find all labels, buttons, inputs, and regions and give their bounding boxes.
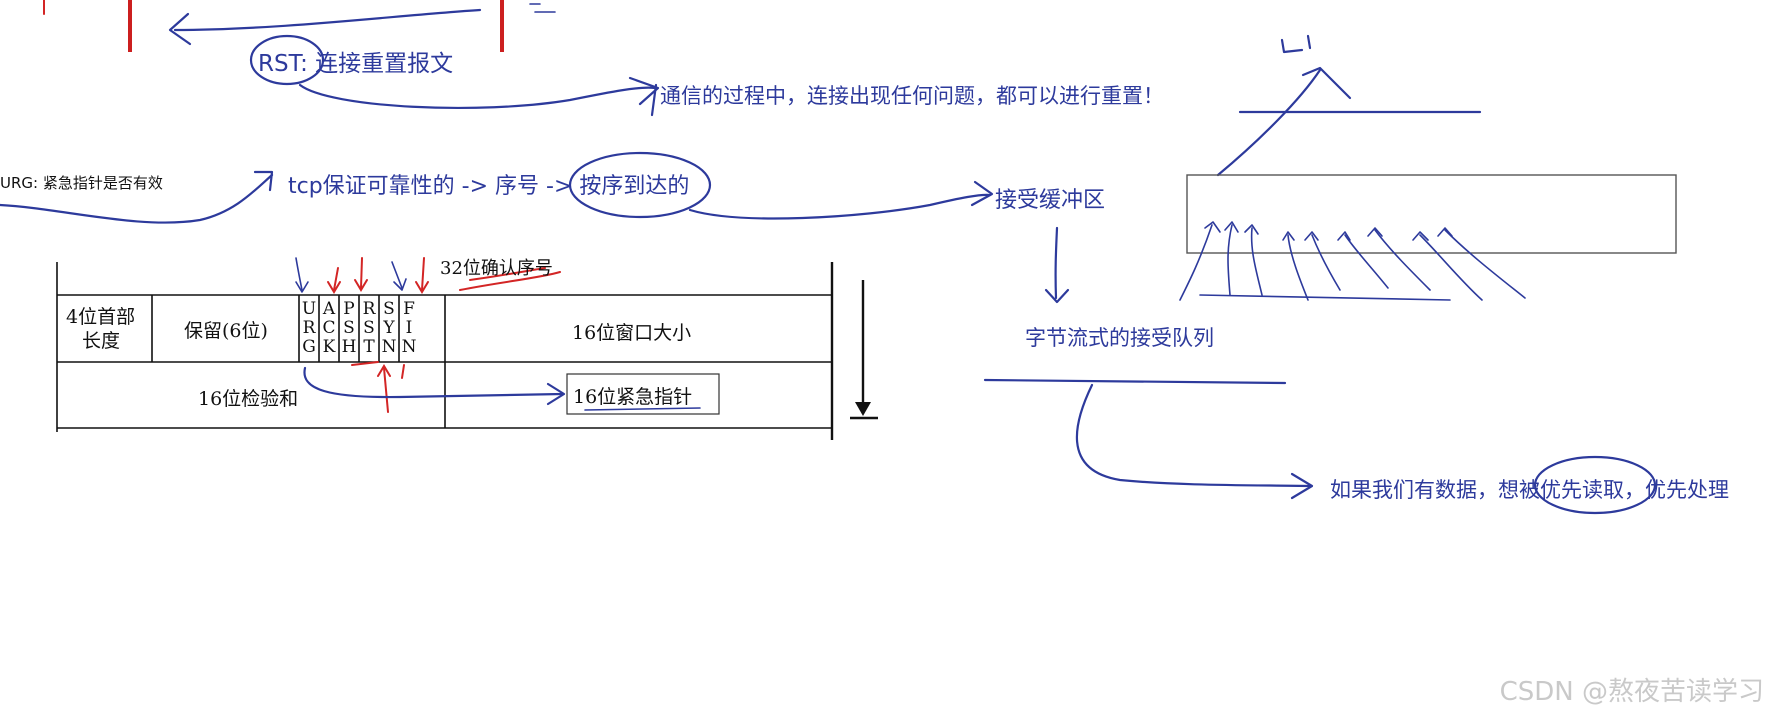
rst-ellipse [249,34,325,86]
buffer-arrows [1179,221,1526,301]
urg-to-urgent-pointer-curve [303,366,564,399]
dash-top-right [529,3,556,13]
recv-buffer-arrowhead [970,180,994,207]
data-offset-line1: 4位首部 [66,306,136,328]
to-priority-curve [1075,383,1312,488]
rst-up-arrow [383,367,389,413]
recv-buffer-down-arrowhead [1044,288,1070,304]
flag-ack: ACK [322,299,336,357]
scribble-mark [1280,34,1312,54]
data-offset-line2: 长度 [82,330,121,352]
ack-number-label: 32位确认序号 [440,258,553,279]
flag-urg: URG [301,299,317,357]
ack-pointer-head [327,281,341,294]
flag-rst: RST [362,299,376,357]
recv-buffer-label: 接受缓冲区 [995,188,1106,213]
flag-syn: SYN [381,299,397,357]
recv-buffer-down-arrow [1054,226,1059,300]
in-order-ellipse [568,151,712,219]
rst-up-head [377,364,391,377]
urgent-pointer-arrowhead [546,382,566,406]
priority-arrowhead [1290,472,1314,500]
top-left-arrowhead [168,12,192,46]
priority-note: 如果我们有数据，想被优先读取，优先处理 [1330,478,1729,502]
upward-arrowhead [1301,66,1352,100]
upward-arrow [1216,68,1322,177]
urg-pointer-head [295,281,309,293]
ack-label-scribble [459,267,561,291]
flag-psh: PSH [341,299,357,357]
rst-to-reset-curve [298,83,657,110]
fin-pointer-head [415,281,429,294]
urg-note: URG: 紧急指针是否有效 [0,174,163,192]
buffer-rect [1186,174,1677,254]
reserved-field: 保留(6位) [184,320,268,342]
urg-to-tcp-curve [0,173,274,224]
fin-pointer-arrow [421,257,425,291]
byte-stream-queue-label: 字节流式的接受队列 [1025,326,1214,350]
window-size-field: 16位窗口大小 [572,322,692,344]
psh-pointer-head [354,279,368,292]
red-small-tick [401,364,405,379]
urgent-pointer-underline [584,407,701,411]
checksum-field: 16位检验和 [198,388,299,410]
reset-note: 通信的过程中，连接出现任何问题，都可以进行重置！ [660,84,1164,108]
tcp-header-table [56,262,834,440]
urg-curve-arrowhead [253,170,274,192]
rst-curve-arrowhead [628,76,660,106]
syn-pointer-head [393,278,407,291]
to-recv-buffer-curve [688,193,992,220]
reset-bracket [650,83,658,117]
watermark: CSDN @熬夜苦读学习 [1499,677,1764,707]
psh-red-underline [351,361,379,366]
urg-pointer-arrow [295,257,303,291]
syn-pointer-arrow [391,261,403,289]
rst-note: RST: 连接重置报文 [258,51,454,77]
reliability-note: tcp保证可靠性的 -> 序号 -> 按序到达的 [288,174,690,199]
psh-pointer-arrow [360,257,363,289]
flag-fin: FIN [401,299,417,357]
top-left-arrow [173,8,482,32]
queue-underline [983,378,1287,385]
urgent-pointer-field: 16位紧急指针 [573,386,693,408]
table-side-arrowhead [855,402,871,416]
ack-pointer-arrow [333,267,339,291]
priority-ellipse [1533,455,1657,515]
